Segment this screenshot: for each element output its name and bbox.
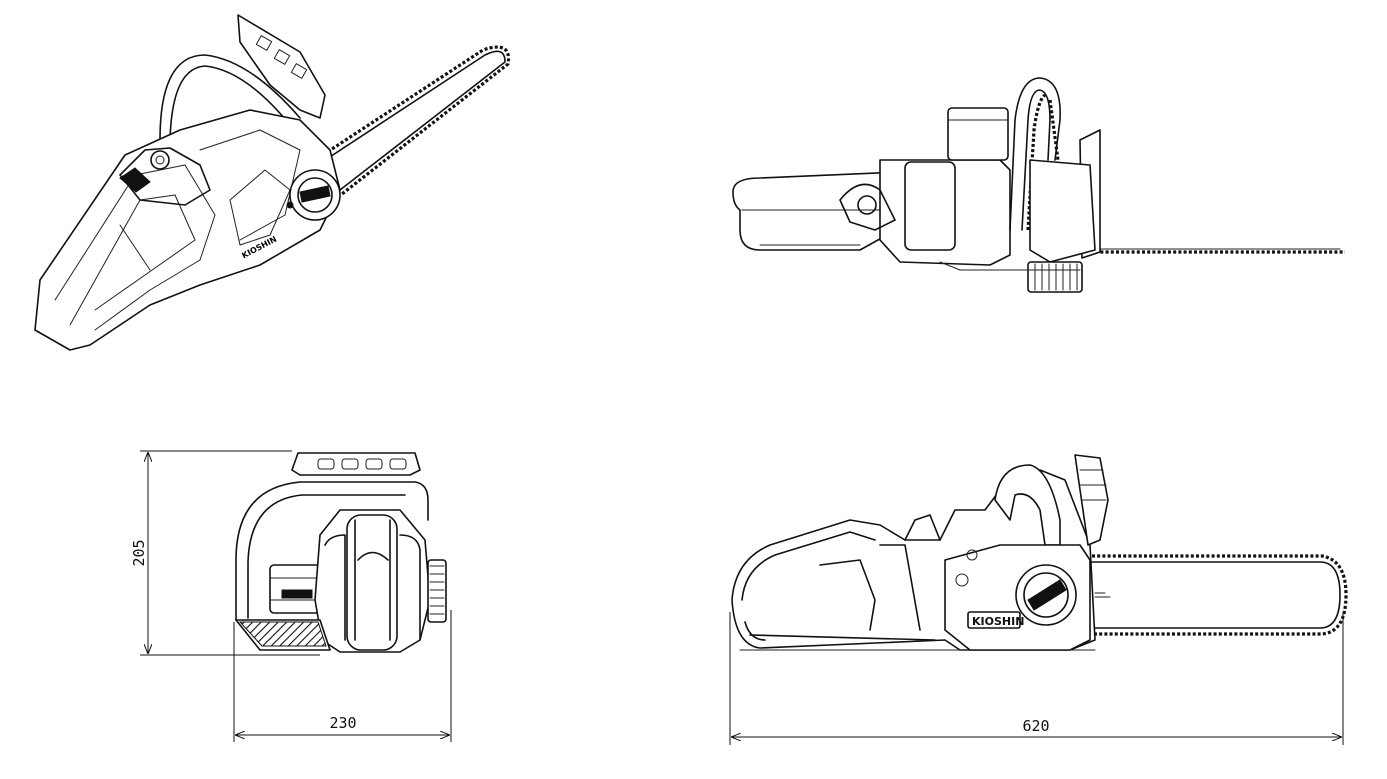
iso-top-handle [159,54,301,141]
isometric-view: KIOSHIN [34,14,511,351]
iso-guide-bar [305,45,511,196]
iso-body: KIOSHIN [34,109,341,351]
dimension-height: 205 [130,450,320,656]
iso-hand-guard [237,14,326,119]
dimension-depth: 230 [233,610,452,742]
top-gear-teeth [1034,263,1078,291]
side-view: KIOSHIN [731,454,1348,651]
front-guard-slots [317,458,407,470]
height-dimension-label: 205 [130,539,148,566]
top-view [732,77,1345,293]
front-view [235,452,447,653]
dimension-length: 620 [729,612,1344,745]
length-dimension-label: 620 [1022,717,1049,735]
top-rear-handle [732,171,906,251]
depth-dimension-label: 230 [329,714,356,732]
side-logo: KIOSHIN [972,615,1024,628]
side-guide-bar [1089,554,1348,636]
